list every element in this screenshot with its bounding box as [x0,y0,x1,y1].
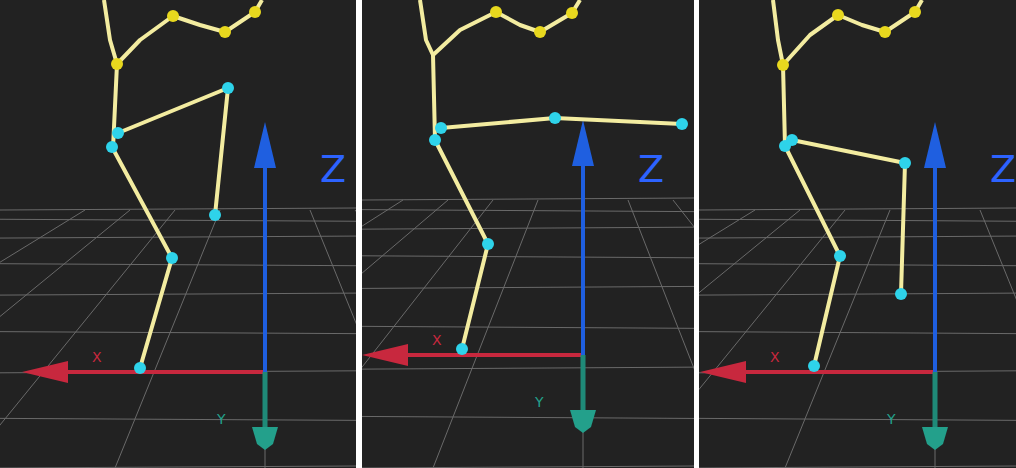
bone [420,0,435,140]
axis-gizmo [362,120,596,433]
axis-label-y: Y [887,412,896,426]
pose-panel [362,0,694,468]
skeleton [104,0,262,368]
joint-dot [490,6,502,18]
joint-dot [209,209,221,221]
axis-gizmo [22,122,278,450]
joint-dot [777,59,789,71]
panel-ground [0,0,356,468]
joint-dot [832,9,844,21]
joint-dot [435,122,447,134]
floor-grid [362,198,694,468]
joint-dot [895,288,907,300]
joint-dot [166,252,178,264]
panel-ground [362,0,694,468]
joint-dot [899,157,911,169]
pose-panel [0,0,356,468]
axis-gizmo [700,122,948,450]
floor-grid [0,208,356,468]
joint-dot [167,10,179,22]
joint-dot [534,26,546,38]
axis-label-y: Y [217,412,226,426]
axis-label-x: X [92,350,102,364]
joint-dot [909,6,921,18]
axis-label-y: Y [535,395,544,409]
axis-label-z: Z [990,150,1016,188]
panel-ground [699,0,1016,468]
joint-dot [112,127,124,139]
joint-dot [786,134,798,146]
axis-label-x: X [770,350,780,364]
joint-dot [482,238,494,250]
joint-dot [106,141,118,153]
bone [785,146,840,366]
joint-dot [456,343,468,355]
joint-dot [549,112,561,124]
axis-label-z: Z [320,150,346,188]
joint-dot [834,250,846,262]
bone [441,118,682,128]
axis-label-z: Z [638,150,664,188]
joint-dot [879,26,891,38]
bone [773,0,785,146]
joint-dot [111,58,123,70]
bone [435,140,488,349]
joint-dot [249,6,261,18]
axis-label-x: X [432,333,442,347]
joint-dot [134,362,146,374]
bone [112,147,172,368]
bone [783,0,922,65]
bone [433,0,580,55]
joint-dot [808,360,820,372]
pose-panel [699,0,1016,468]
bone [792,140,905,294]
skeleton [773,0,922,366]
joint-dot [429,134,441,146]
skeleton [420,0,682,349]
floor-grid [699,208,1016,468]
joint-dot [676,118,688,130]
joint-dot [222,82,234,94]
joint-dot [566,7,578,19]
bone [104,0,117,148]
bone [117,0,262,64]
bone [118,88,228,215]
joint-dot [219,26,231,38]
